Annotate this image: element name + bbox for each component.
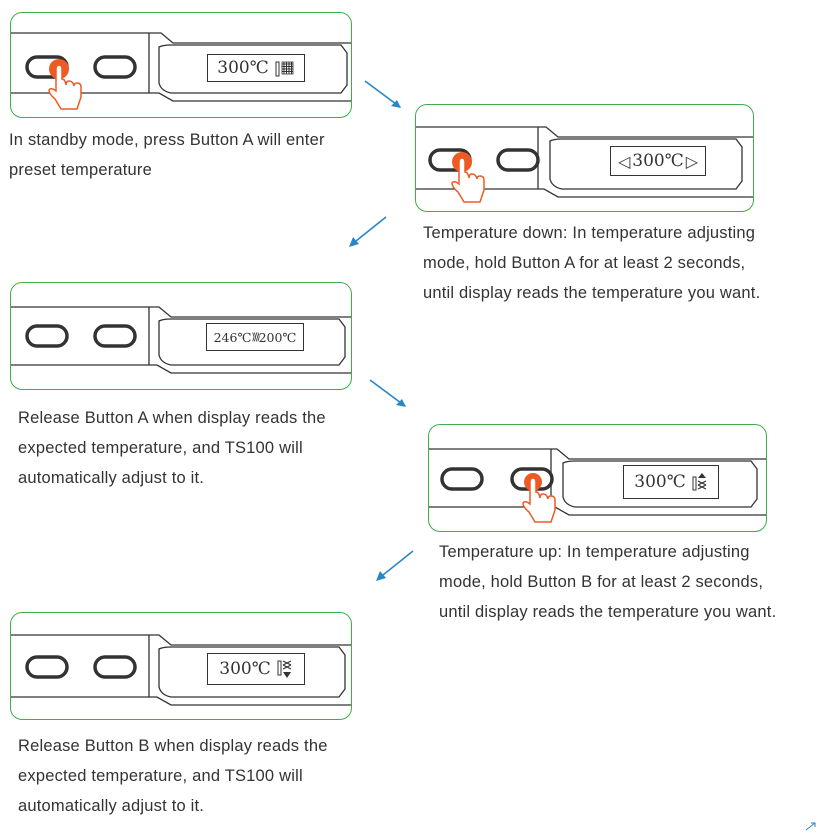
caption-line: Temperature up: In temperature adjusting [439,543,750,561]
heating-up-icon [692,473,707,491]
display-current-temperature: 246℃ [213,329,252,345]
step-5-caption: Release Button B when display reads the … [18,731,328,821]
button-a[interactable] [25,655,69,679]
caption-line: expected temperature, and TS100 will [18,767,303,785]
step-4-caption: Temperature up: In temperature adjusting… [439,537,776,627]
oled-display: 300℃ [623,465,719,499]
caption-line: until display reads the temperature you … [423,284,761,302]
step-1-caption: In standby mode, press Button A will ent… [9,125,325,185]
oled-display: 300℃ [207,54,305,82]
step-3-panel: 246℃ ⟫⟫ 200℃ [10,282,352,390]
caption-line: preset temperature [9,161,153,179]
caption-line: In standby mode, press Button A will ent… [9,131,325,149]
caption-line: Release Button A when display reads the [18,409,326,427]
caption-line: automatically adjust to it. [18,469,205,487]
flow-arrow-down-left [376,550,414,581]
step-2-panel: ◁ 300℃ ▷ [415,104,754,212]
caption-line: Release Button B when display reads the [18,737,328,755]
ts100-device-drawing [11,306,351,374]
flow-arrow-down-left [349,216,387,247]
button-b[interactable] [93,55,137,79]
oled-display: 300℃ [207,653,305,685]
display-temperature: 300℃ [219,659,271,679]
heating-down-icon [277,660,292,678]
step-3-caption: Release Button A when display reads the … [18,403,326,493]
button-b[interactable] [93,655,137,679]
press-finger-icon [451,152,485,203]
caption-line: automatically adjust to it. [18,797,205,815]
button-a[interactable] [25,324,69,348]
step-2-caption: Temperature down: In temperature adjusti… [423,218,760,308]
caption-line: mode, hold Button A for at least 2 secon… [423,254,746,272]
press-finger-icon [522,473,556,523]
ts100-device-drawing [429,448,766,516]
step-1-panel: 300℃ [10,12,352,118]
flow-arrow-down-right [369,379,406,407]
flow-arrow-down-right [364,80,401,108]
oled-display: ◁ 300℃ ▷ [610,146,706,176]
button-b[interactable] [496,148,540,172]
decrease-arrow-icon: ◁ [617,151,631,171]
ts100-device-drawing [11,634,351,706]
increase-arrow-icon: ▷ [685,151,699,171]
caption-line: expected temperature, and TS100 will [18,439,303,457]
display-temperature: 300℃ [634,472,686,492]
corner-arrow-icon [805,822,816,831]
ts100-device-drawing [416,126,753,198]
transition-chevrons-icon: ⟫⟫ [251,331,260,343]
caption-line: until display reads the temperature you … [439,603,777,621]
caption-line: Temperature down: In temperature adjusti… [423,224,756,242]
caption-line: mode, hold Button B for at least 2 secon… [439,573,764,591]
button-b[interactable] [93,324,137,348]
standby-pattern-icon [275,61,294,77]
display-temperature: 300℃ [217,58,269,78]
display-temperature: 300℃ [632,151,684,171]
display-target-temperature: 200℃ [258,329,297,345]
press-finger-icon [48,59,82,110]
step-4-panel: 300℃ [428,424,767,532]
oled-display: 246℃ ⟫⟫ 200℃ [206,323,304,351]
step-5-panel: 300℃ [10,612,352,720]
button-a[interactable] [440,467,484,491]
